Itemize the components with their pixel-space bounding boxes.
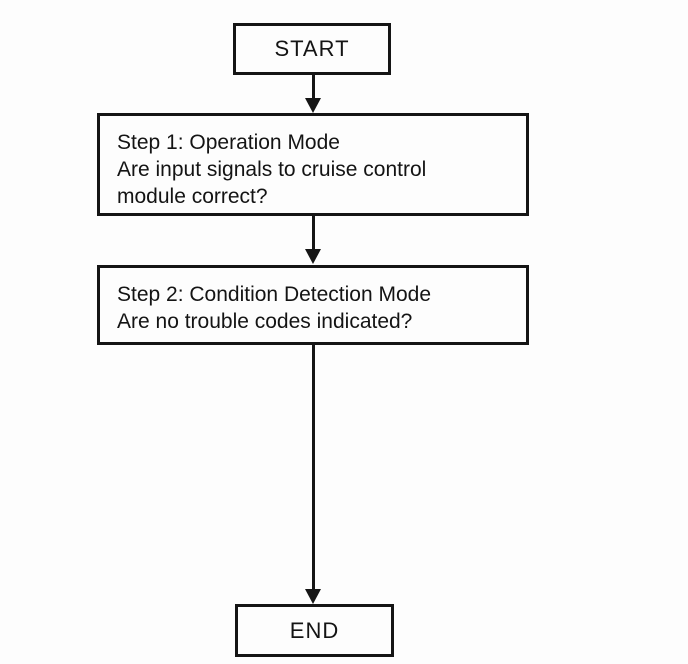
arrow-step2-to-end bbox=[305, 345, 322, 604]
end-label: END bbox=[289, 617, 340, 643]
flowchart-node-step2: Step 2: Condition Detection Mode Are no … bbox=[97, 265, 529, 345]
start-label: START bbox=[274, 36, 350, 61]
arrow-start-to-step1 bbox=[305, 75, 322, 113]
step1-question-line1: Are input signals to cruise control bbox=[117, 158, 427, 181]
arrowhead-down-icon bbox=[305, 589, 321, 604]
flowchart-node-start: START bbox=[233, 23, 391, 75]
step2-title: Step 2: Condition Detection Mode bbox=[117, 283, 432, 306]
arrowhead-down-icon bbox=[305, 249, 321, 264]
arrow-step1-to-step2 bbox=[305, 216, 322, 264]
flowchart-node-end: END bbox=[235, 604, 394, 657]
flowchart-node-step1: Step 1: Operation Mode Are input signals… bbox=[97, 113, 529, 216]
arrow-shaft bbox=[312, 216, 315, 251]
arrowhead-down-icon bbox=[305, 98, 321, 113]
arrow-shaft bbox=[312, 75, 315, 100]
step1-title: Step 1: Operation Mode bbox=[117, 131, 340, 154]
arrow-shaft bbox=[312, 345, 315, 591]
step2-question-line1: Are no trouble codes indicated? bbox=[117, 310, 413, 333]
step1-question-line2: module correct? bbox=[117, 185, 268, 208]
